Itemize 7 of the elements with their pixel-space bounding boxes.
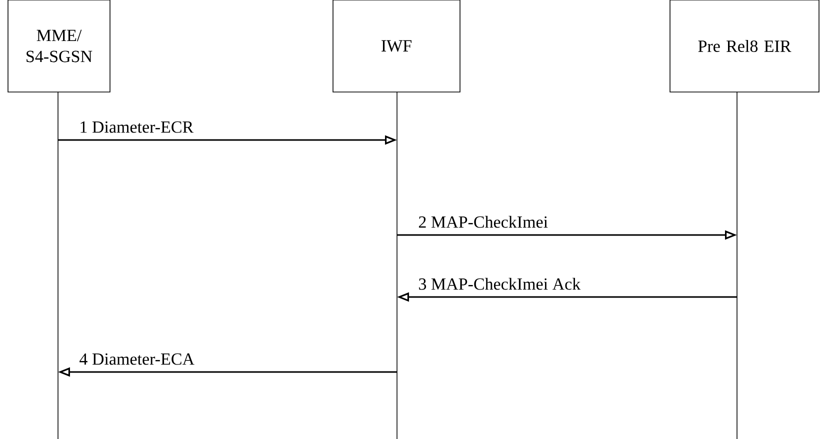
participant-box: Pre Rel8 EIR <box>670 0 820 92</box>
message-label: 3 MAP-CheckImei Ack <box>419 278 581 290</box>
participant-box: MME/ S4-SGSN <box>8 0 110 92</box>
participant-box: IWF <box>332 0 460 92</box>
message-label: 1 Diameter-ECR <box>80 121 194 133</box>
message-label: 2 MAP-CheckImei <box>418 216 548 228</box>
message-label: 4 Diameter-ECA <box>80 353 194 365</box>
